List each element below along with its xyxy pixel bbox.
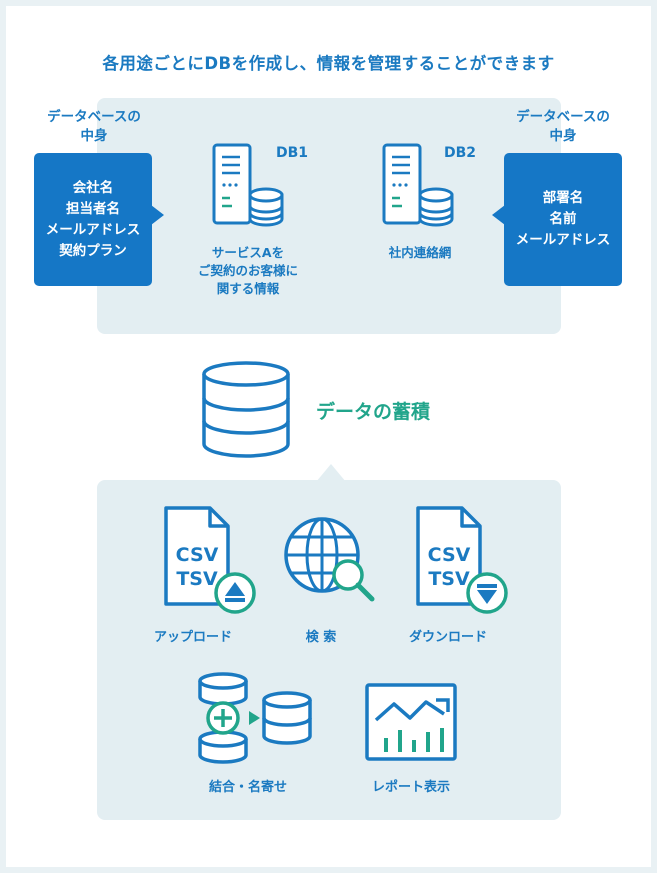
globe-search-icon xyxy=(284,517,375,602)
db-panel xyxy=(97,98,561,334)
list-item: 会社名 xyxy=(72,179,114,196)
db2-caption: 社内連絡網 xyxy=(388,245,452,260)
right-db-contents-box: 部署名 名前 メールアドレス xyxy=(504,153,622,286)
merge-label: 結合・名寄せ xyxy=(208,780,287,795)
download-file-text-csv: CSV xyxy=(428,544,471,566)
data-accumulation-label: データの蓄積 xyxy=(316,401,431,423)
list-item: 部署名 xyxy=(542,190,584,206)
report-label: レポート表示 xyxy=(371,780,450,795)
upload-file-icon: CSV TSV xyxy=(164,506,256,614)
download-file-text-tsv: TSV xyxy=(428,568,470,590)
list-item: 担当者名 xyxy=(66,200,120,217)
bottom-panel-pointer xyxy=(316,464,346,482)
list-item: メールアドレス xyxy=(515,232,611,248)
page-title: 各用途ごとにDBを作成し、情報を管理することができます xyxy=(102,54,555,73)
merge-databases-icon xyxy=(198,672,312,764)
report-chart-icon xyxy=(365,683,457,761)
list-item: 契約プラン xyxy=(59,242,127,259)
search-label: 検 索 xyxy=(305,630,337,645)
upload-file-text-csv: CSV xyxy=(176,544,219,566)
list-item: 名前 xyxy=(549,211,577,227)
db1-label: DB1 xyxy=(276,145,309,161)
download-file-icon: CSV TSV xyxy=(416,506,508,614)
left-pointer-arrow xyxy=(151,205,164,225)
db1-server-icon xyxy=(212,143,284,227)
db1-caption: サービスAを ご契約のお客様に 関する情報 xyxy=(197,245,298,296)
database-icon xyxy=(202,361,290,458)
left-db-contents-label: データベースの 中身 xyxy=(47,109,141,144)
right-db-contents-label: データベースの 中身 xyxy=(516,109,610,144)
upload-label: アップロード xyxy=(153,630,232,645)
db2-server-icon xyxy=(382,143,454,227)
download-label: ダウンロード xyxy=(408,630,487,645)
upload-file-text-tsv: TSV xyxy=(176,568,218,590)
db2-label: DB2 xyxy=(444,145,477,161)
left-db-contents-box: 会社名 担当者名 メールアドレス 契約プラン xyxy=(34,153,152,286)
list-item: メールアドレス xyxy=(45,221,141,238)
right-pointer-arrow xyxy=(492,205,505,225)
